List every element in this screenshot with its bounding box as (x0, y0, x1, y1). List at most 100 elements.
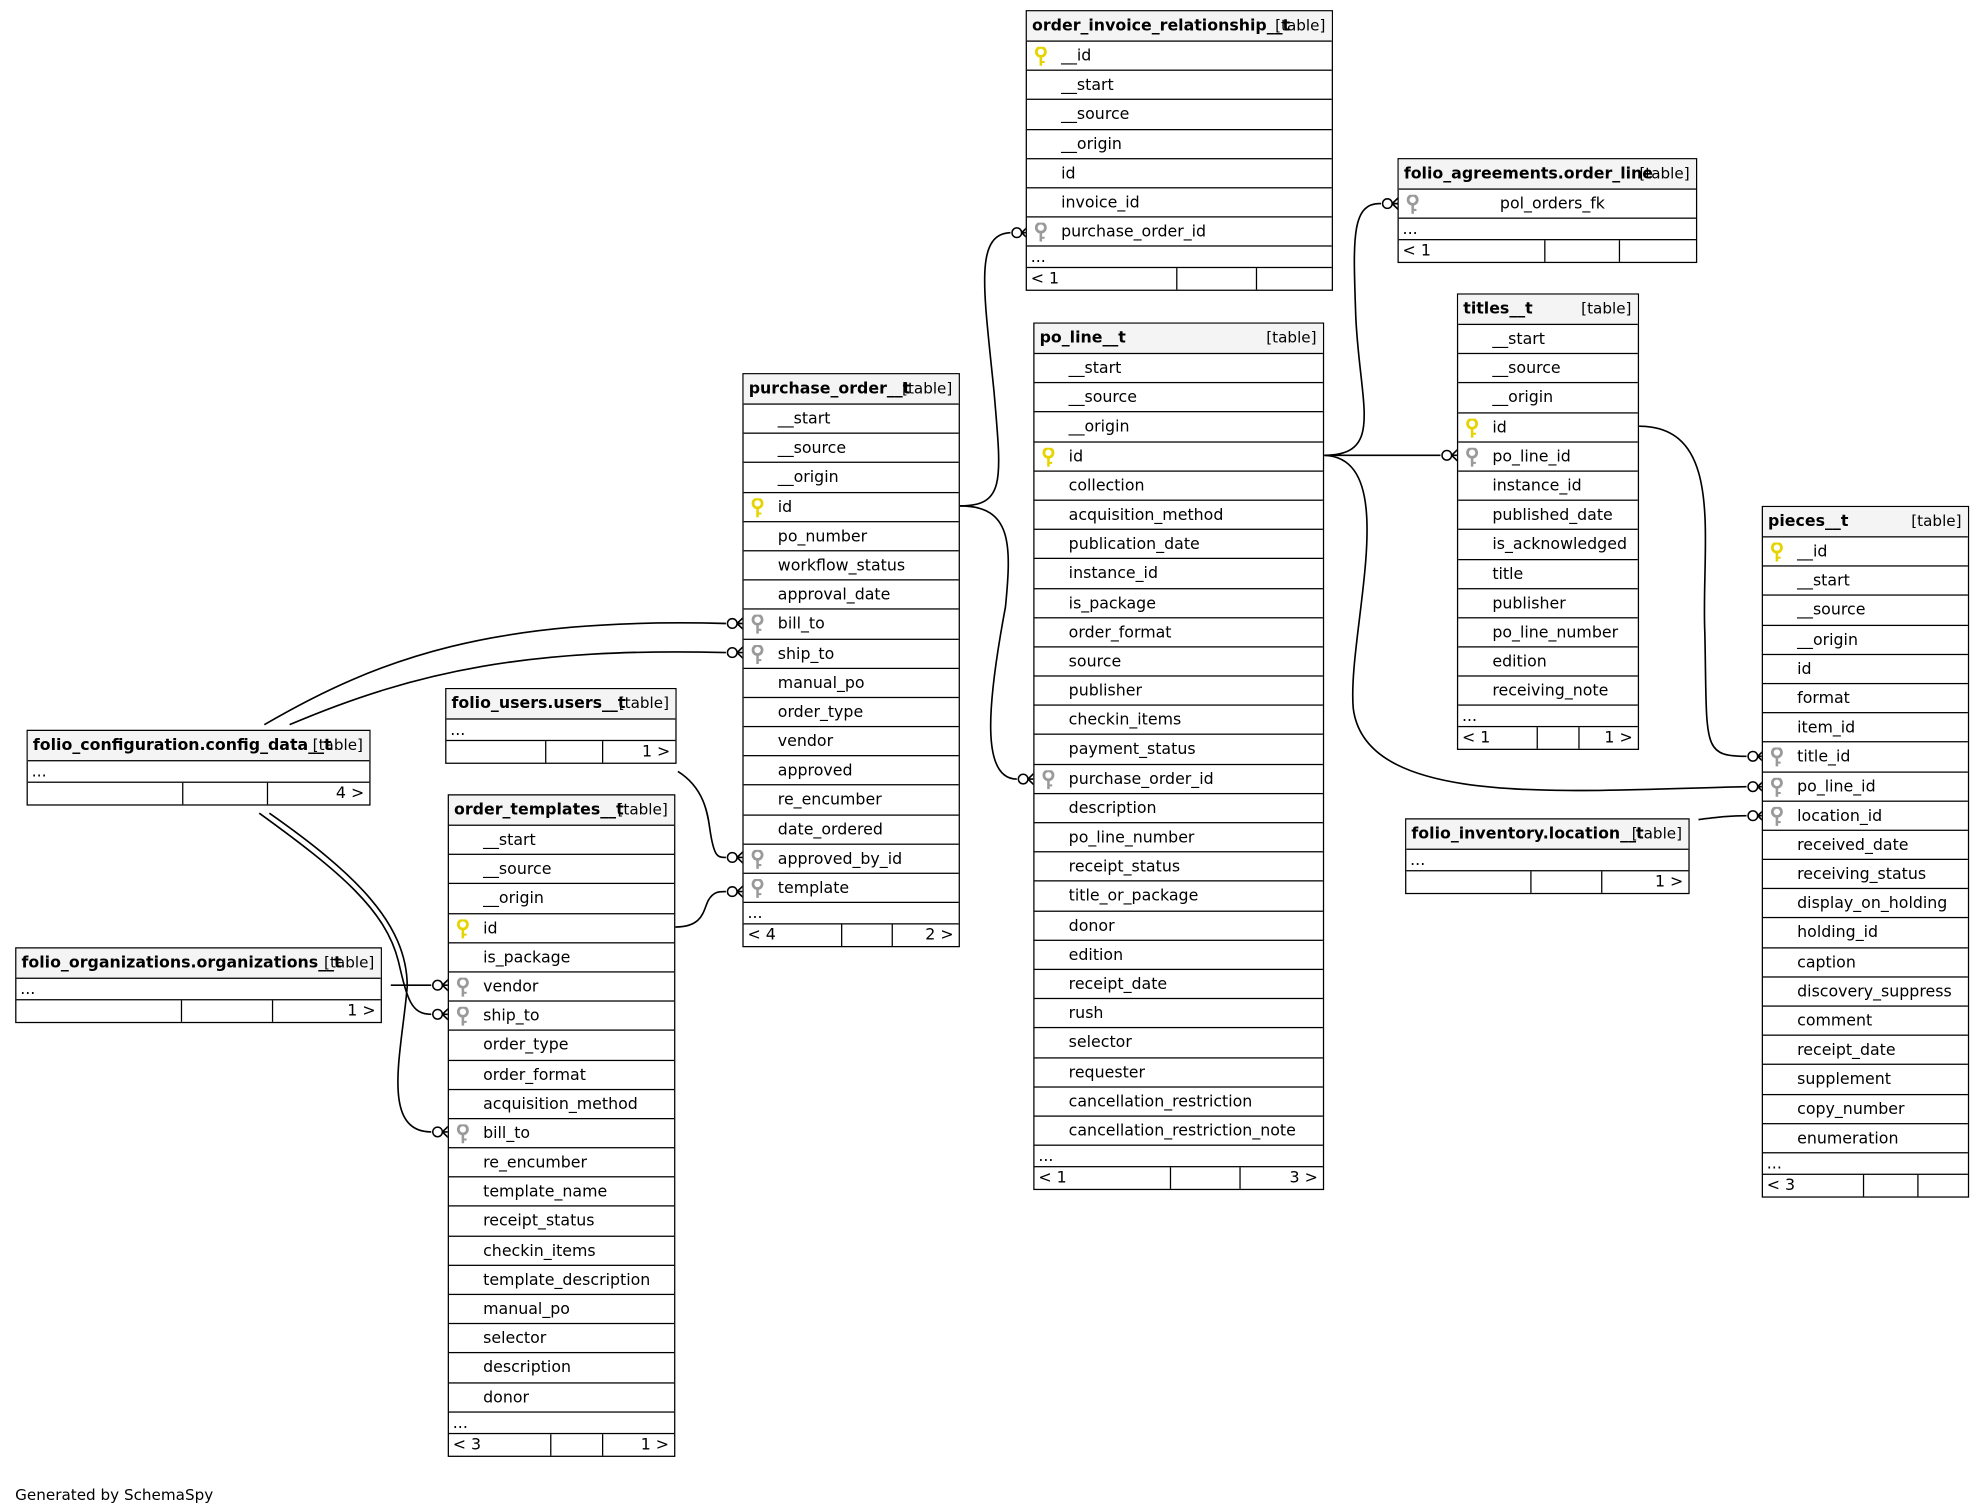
column-row[interactable]: location_id (1762, 801, 1968, 831)
column-row[interactable]: publisher (1458, 589, 1638, 619)
column-row[interactable]: po_line_id (1458, 442, 1638, 472)
column-row[interactable]: id (743, 493, 959, 523)
column-row[interactable]: workflow_status (743, 551, 959, 581)
more-columns[interactable]: ... (1406, 850, 1689, 872)
column-row[interactable]: template (743, 874, 959, 904)
column-row[interactable]: receipt_status (1034, 853, 1323, 882)
column-row[interactable]: id (1762, 655, 1968, 685)
column-row[interactable]: display_on_holding (1762, 889, 1968, 919)
column-row[interactable]: donor (1034, 911, 1323, 941)
column-row[interactable]: rush (1034, 999, 1323, 1029)
column-row[interactable]: template_name (448, 1178, 675, 1208)
column-row[interactable]: acquisition_method (448, 1090, 675, 1120)
column-row[interactable]: vendor (743, 727, 959, 757)
column-row[interactable]: checkin_items (1034, 706, 1323, 736)
column-row[interactable]: approved (743, 757, 959, 786)
parents-link[interactable]: < 1 (1030, 268, 1060, 288)
column-row[interactable]: is_package (1034, 589, 1323, 619)
column-row[interactable]: receipt_date (1762, 1036, 1968, 1066)
column-row[interactable]: template_description (448, 1266, 675, 1296)
column-row[interactable]: discovery_suppress (1762, 977, 1968, 1007)
column-row[interactable]: purchase_order_id (1034, 765, 1323, 794)
column-row[interactable]: acquisition_method (1034, 501, 1323, 531)
column-row[interactable]: copy_number (1762, 1095, 1968, 1125)
column-row[interactable]: __source (1762, 596, 1968, 626)
column-row[interactable]: po_line_number (1458, 618, 1638, 648)
column-row[interactable]: id (1034, 442, 1323, 472)
column-row[interactable]: re_encumber (743, 786, 959, 816)
column-row[interactable]: published_date (1458, 501, 1638, 531)
column-row[interactable]: re_encumber (448, 1148, 675, 1178)
column-row[interactable]: holding_id (1762, 919, 1968, 949)
column-row[interactable]: id (448, 914, 675, 944)
children-link[interactable]: 1 > (1604, 727, 1633, 747)
column-row[interactable]: payment_status (1034, 735, 1323, 765)
column-row[interactable]: instance_id (1034, 559, 1323, 589)
column-row[interactable]: po_number (743, 522, 959, 552)
column-row[interactable]: __source (1034, 383, 1323, 413)
children-link[interactable]: 2 > (925, 924, 954, 944)
table-folio-users[interactable]: folio_users.users__t[table]...1 > (445, 687, 677, 764)
column-row[interactable]: bill_to (448, 1119, 675, 1149)
column-row[interactable]: __start (1034, 354, 1323, 384)
column-row[interactable]: date_ordered (743, 815, 959, 845)
column-row[interactable]: title_or_package (1034, 882, 1323, 912)
column-row[interactable]: pol_orders_fk (1398, 190, 1696, 220)
column-row[interactable]: caption (1762, 948, 1968, 978)
column-row[interactable]: __source (743, 434, 959, 464)
column-row[interactable]: comment (1762, 1007, 1968, 1037)
column-row[interactable]: donor (448, 1383, 675, 1413)
column-row[interactable]: description (1034, 794, 1323, 824)
more-columns[interactable]: ... (16, 979, 381, 1001)
column-row[interactable]: checkin_items (448, 1236, 675, 1266)
table-folio-configuration[interactable]: folio_configuration.config_data__t[table… (26, 729, 371, 806)
column-row[interactable]: edition (1034, 941, 1323, 970)
column-row[interactable]: instance_id (1458, 472, 1638, 501)
column-row[interactable]: po_line_id (1762, 772, 1968, 802)
more-columns[interactable]: ... (1458, 706, 1638, 728)
table-folio-agreements-order-line[interactable]: folio_agreements.order_line[table]pol_or… (1397, 158, 1698, 264)
more-columns[interactable]: ... (1398, 219, 1696, 241)
column-row[interactable]: is_acknowledged (1458, 530, 1638, 560)
column-row[interactable]: item_id (1762, 713, 1968, 743)
column-row[interactable]: received_date (1762, 831, 1968, 861)
column-row[interactable]: __origin (1458, 384, 1638, 414)
more-columns[interactable]: ... (1034, 1146, 1323, 1168)
table-order-invoice-relationship[interactable]: order_invoice_relationship__t[table]__id… (1025, 10, 1333, 292)
table-folio-inventory-location[interactable]: folio_inventory.location__t[table]...1 > (1405, 818, 1690, 895)
column-row[interactable]: selector (1034, 1029, 1323, 1058)
more-columns[interactable]: ... (1762, 1153, 1968, 1175)
column-row[interactable]: enumeration (1762, 1124, 1968, 1154)
column-row[interactable]: approved_by_id (743, 845, 959, 874)
more-columns[interactable]: ... (27, 761, 370, 783)
column-row[interactable]: vendor (448, 972, 675, 1002)
table-purchase-order[interactable]: purchase_order__t[table]__start__source_… (742, 373, 960, 948)
children-link[interactable]: 1 > (641, 741, 671, 761)
column-row[interactable]: requester (1034, 1058, 1323, 1088)
column-row[interactable]: edition (1458, 648, 1638, 677)
column-row[interactable]: cancellation_restriction (1034, 1087, 1323, 1117)
column-row[interactable]: purchase_order_id (1026, 218, 1332, 248)
parents-link[interactable]: < 1 (1461, 727, 1491, 747)
column-row[interactable]: __source (448, 855, 675, 885)
column-row[interactable]: __id (1026, 42, 1332, 72)
column-row[interactable]: id (1458, 413, 1638, 443)
column-row[interactable]: manual_po (743, 669, 959, 698)
children-link[interactable]: 1 > (1654, 871, 1684, 891)
column-row[interactable]: __origin (743, 463, 959, 493)
column-row[interactable]: publisher (1034, 677, 1323, 707)
column-row[interactable]: __origin (1026, 130, 1332, 160)
parents-link[interactable]: < 1 (1038, 1167, 1067, 1187)
column-row[interactable]: __source (1458, 354, 1638, 384)
column-row[interactable]: bill_to (743, 610, 959, 640)
column-row[interactable]: publication_date (1034, 530, 1323, 560)
children-link[interactable]: 4 > (335, 782, 365, 802)
column-row[interactable]: ship_to (743, 639, 959, 669)
column-row[interactable]: invoice_id (1026, 188, 1332, 218)
children-link[interactable]: 1 > (347, 1000, 376, 1020)
column-row[interactable]: __start (1026, 71, 1332, 101)
column-row[interactable]: supplement (1762, 1065, 1968, 1095)
column-row[interactable]: ship_to (448, 1002, 675, 1032)
column-row[interactable]: description (448, 1354, 675, 1384)
